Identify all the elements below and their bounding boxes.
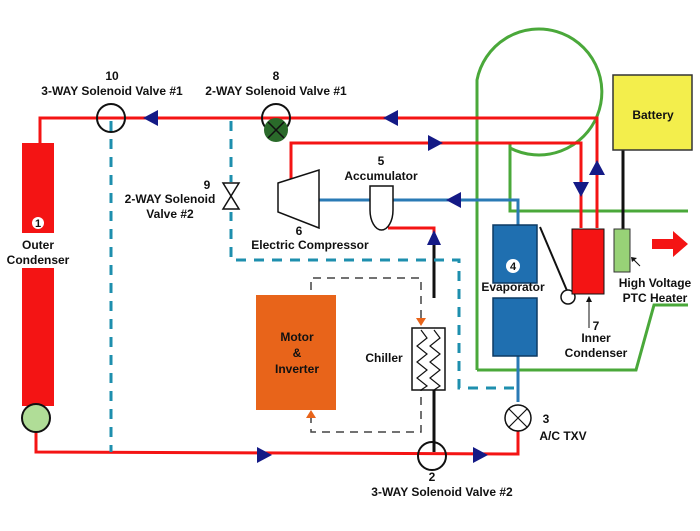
evaporator: 4 Evaporator (481, 224, 545, 357)
valve10-label: 3-WAY Solenoid Valve #1 (41, 84, 183, 98)
outer-condenser-number: 1 (35, 218, 41, 230)
valve10-number: 10 (105, 69, 119, 83)
pointer-arrowhead-icon (586, 296, 592, 302)
ptc-heater-box (613, 228, 631, 273)
valve-bowtie-icon (221, 182, 241, 210)
ptc-label-2: PTC Heater (623, 291, 688, 305)
valve-x-icon (267, 121, 285, 139)
coolant-top (310, 277, 422, 318)
outer-condenser-lower (22, 268, 54, 406)
arrow-left-top-icon (143, 110, 158, 126)
battery: Battery (612, 74, 693, 151)
receiver-dryer (21, 403, 51, 433)
valve-circle-icon (96, 103, 126, 133)
compressor-label: Electric Compressor (251, 238, 369, 252)
arrow-right-compressor-icon (428, 135, 443, 151)
outer-condenser: 1 Outer Condenser (7, 143, 70, 433)
two-way-valve-2[interactable]: 9 2-WAY Solenoid Valve #2 (125, 178, 241, 221)
arrow-up-inner-cond-icon (589, 160, 605, 175)
valve9-label-2: Valve #2 (146, 207, 194, 221)
arrow-left-top2-icon (383, 110, 398, 126)
compressor-icon (277, 168, 320, 230)
coolant-bottom (310, 390, 422, 433)
coolant-arrow-motor (306, 410, 316, 418)
inner-condenser-label-1: Inner (581, 331, 611, 345)
valve8-number: 8 (273, 69, 280, 83)
flow-arrows (143, 110, 605, 463)
arrow-right-bottom2-icon (473, 447, 488, 463)
txv-label: A/C TXV (539, 429, 586, 443)
valve2-number: 2 (429, 470, 436, 484)
motor-inverter-box (256, 295, 336, 410)
motor-inverter: Motor & Inverter (256, 295, 336, 410)
inner-condenser-number: 7 (593, 319, 600, 333)
arrow-down-inner-cond-icon (573, 182, 589, 197)
motor-label-3: Inverter (275, 362, 319, 376)
duct-loop (475, 27, 604, 370)
outer-condenser-number-badge (32, 217, 44, 229)
damper-blade (539, 226, 569, 294)
chiller-coil-right-icon (429, 329, 442, 391)
arrow-right-bottom-icon (257, 447, 272, 463)
bypass-dashed-lines (109, 121, 518, 452)
valve8-label: 2-WAY Solenoid Valve #1 (205, 84, 347, 98)
evaporator-number: 4 (510, 261, 517, 273)
battery-box (612, 74, 693, 151)
compressor-number: 6 (296, 224, 303, 238)
motor-label-1: Motor (280, 330, 314, 344)
ptc-pointer-arrowhead-icon (631, 257, 637, 262)
coolant-dashed-loop (310, 277, 422, 433)
battery-label: Battery (632, 108, 674, 122)
line-bottom (34, 408, 520, 456)
ptc-label-1: High Voltage (619, 276, 692, 290)
duct-upper-right (508, 142, 688, 213)
accumulator-label: Accumulator (344, 169, 418, 183)
valve9-number: 9 (204, 178, 211, 192)
air-mix-damper[interactable] (539, 226, 576, 305)
inner-condenser-label-2: Condenser (565, 346, 628, 360)
outer-condenser-label-2: Condenser (7, 253, 70, 267)
air-duct-outline (475, 27, 688, 372)
chiller: Chiller (365, 327, 446, 391)
motor-label-2: & (293, 346, 302, 360)
warm-air-outlet-arrow-icon (652, 231, 688, 257)
two-way-valve-1[interactable]: 8 2-WAY Solenoid Valve #1 (205, 69, 347, 142)
inner-condenser-box (571, 228, 605, 295)
arrow-left-suction-icon (446, 192, 461, 208)
chiller-label: Chiller (365, 351, 403, 365)
accumulator-icon (369, 185, 394, 231)
valve9-label-1: 2-WAY Solenoid (125, 192, 216, 206)
evaporator-lower (492, 297, 538, 357)
electric-compressor: 6 Electric Compressor (251, 168, 369, 252)
txv-number: 3 (543, 412, 550, 426)
arrow-up-chiller-icon (427, 230, 441, 245)
duct-lower-right (477, 303, 688, 372)
chiller-coil-left-icon (416, 329, 429, 391)
coolant-arrow-chiller (416, 318, 426, 326)
evaporator-label: Evaporator (481, 280, 545, 294)
three-way-valve-1[interactable]: 10 3-WAY Solenoid Valve #1 (41, 69, 183, 133)
inner-condenser: 7 Inner Condenser (565, 228, 628, 360)
three-way-valve-2[interactable]: 2 3-WAY Solenoid Valve #2 (371, 441, 513, 499)
ptc-heater: High Voltage PTC Heater (613, 228, 692, 305)
line-suction (319, 198, 520, 226)
txv-x-icon (508, 408, 528, 428)
valve2-label: 3-WAY Solenoid Valve #2 (371, 485, 513, 499)
accumulator: 5 Accumulator (344, 154, 418, 231)
dashed-valve8 (229, 121, 518, 390)
outer-condenser-label-1: Outer (22, 238, 54, 252)
evaporator-upper (492, 224, 538, 284)
accumulator-number: 5 (378, 154, 385, 168)
ac-txv[interactable]: 3 A/C TXV (504, 404, 587, 443)
evaporator-number-badge (506, 259, 520, 273)
valve-circle-icon (417, 441, 447, 471)
line-accum-chiller (388, 226, 436, 240)
